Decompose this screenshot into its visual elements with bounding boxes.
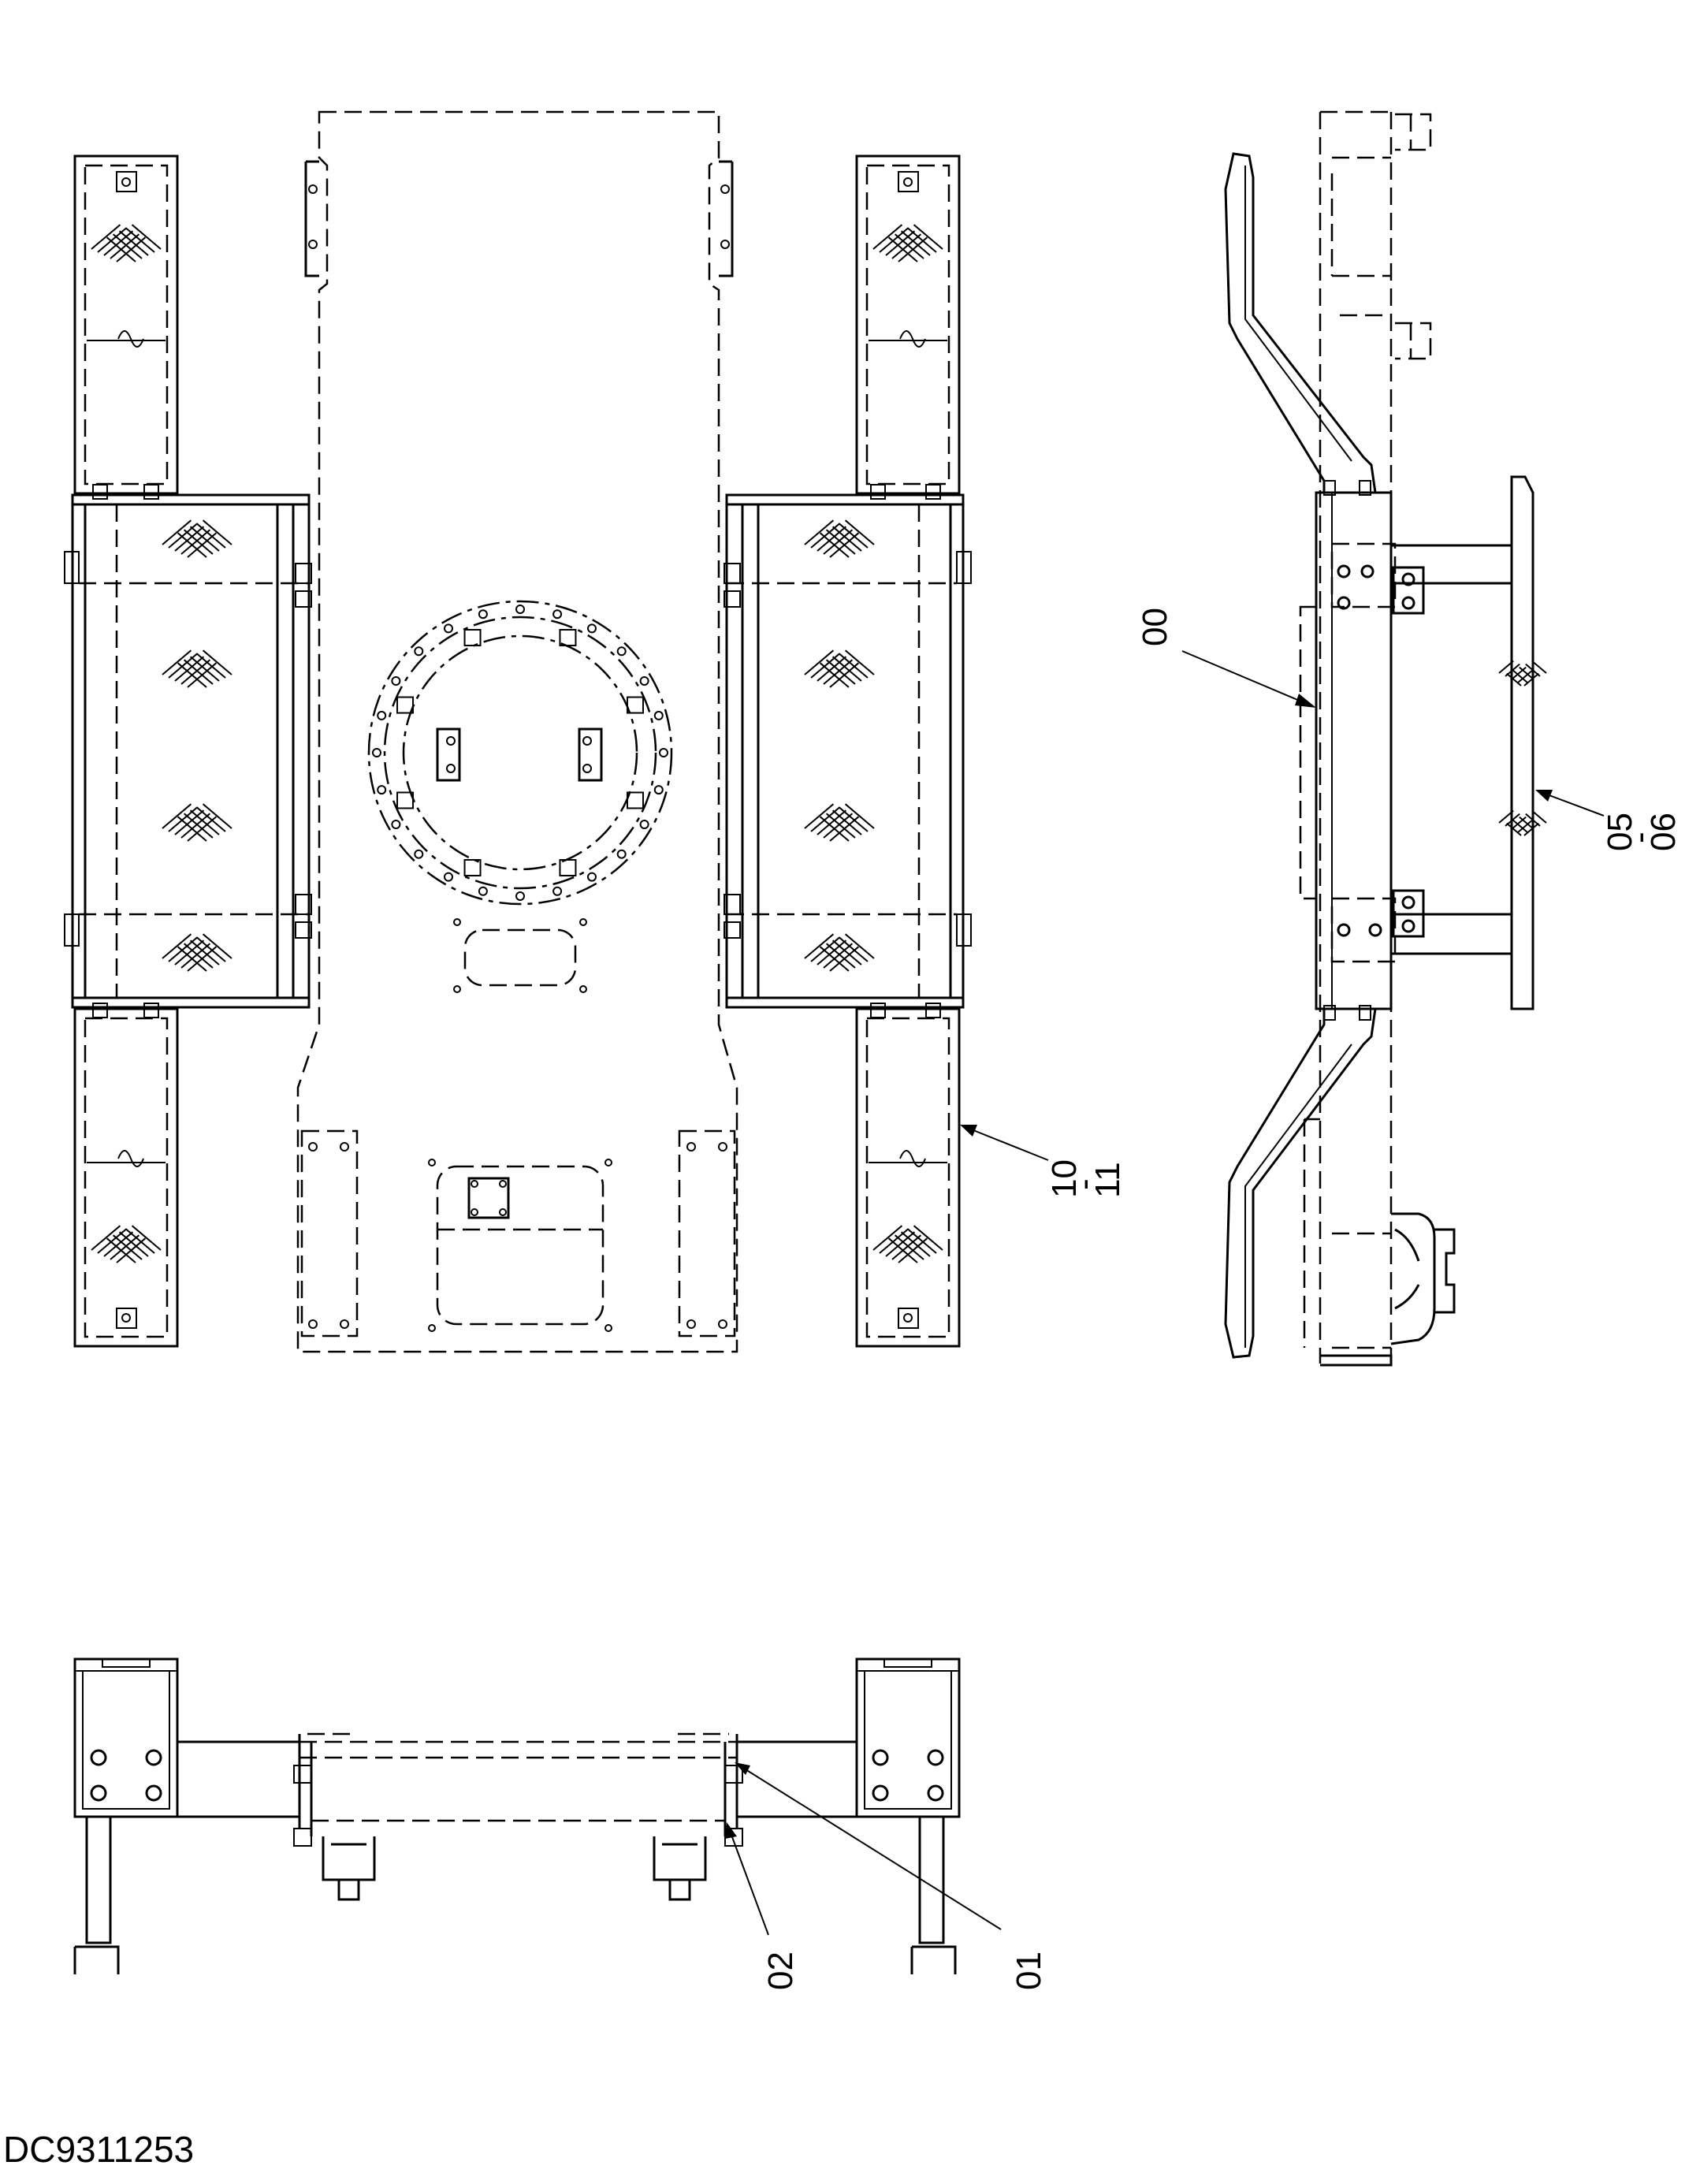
tread-pattern [162,933,232,972]
tread-pattern [1498,660,1547,686]
right-track-frame [724,154,972,1348]
center-frame-outline [296,110,738,1353]
tread-pattern [872,224,943,262]
callout-label: 02 [761,1951,800,1990]
tread-pattern [91,1225,162,1263]
drawing-number: DC9311253 [3,2129,195,2170]
front-view [73,1658,961,1974]
tread-pattern [162,649,232,688]
callout-label: 05 [1601,813,1639,851]
rear-plates [300,1129,736,1338]
callout-01: 01 [735,1762,1048,1990]
access-hatch-lower [428,1159,612,1332]
access-hatch-upper [453,918,587,993]
tread-pattern [1498,809,1547,836]
side-view [1224,110,1547,1367]
tread-pattern [872,1225,943,1263]
top-view [64,110,972,1353]
tread-pattern [804,933,875,972]
left-track-frame [64,154,312,1348]
callout-label: 00 [1136,608,1174,646]
swing-bearing-ring [367,600,673,906]
callout-label: - [1620,832,1659,843]
callout-02: 02 [725,1822,800,1990]
tread-pattern [804,803,875,842]
callout-label: 11 [1088,1162,1127,1198]
callout-label: 06 [1644,813,1683,851]
tread-pattern [162,519,232,558]
tread-pattern [804,519,875,558]
tread-pattern [91,224,162,262]
callout-05-06: 05 - 06 [1535,790,1683,851]
callout-10-11: 10 - 11 [960,1125,1127,1198]
callout-label: - [1065,1178,1103,1190]
tread-pattern [804,649,875,688]
callout-00: 00 [1136,608,1316,708]
callout-label: 10 [1045,1159,1084,1198]
center-frame-top-tabs [304,160,734,277]
tread-pattern [162,803,232,842]
callout-label: 01 [1010,1951,1048,1990]
